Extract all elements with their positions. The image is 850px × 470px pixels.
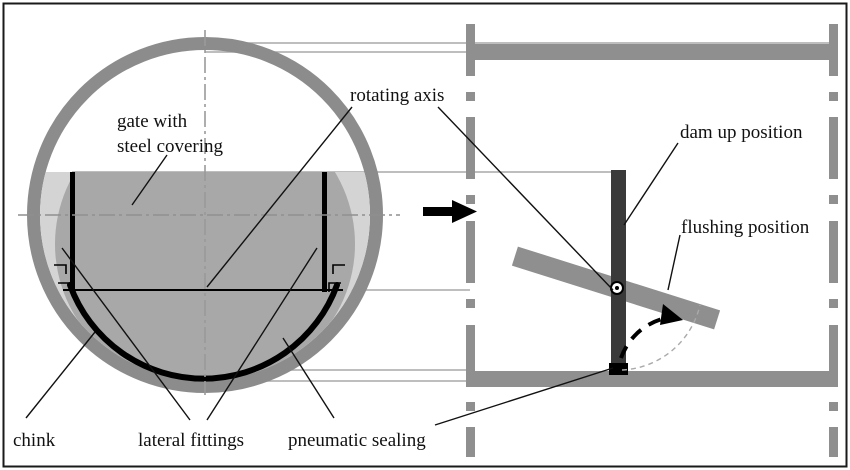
lateral-fitting-right-bar xyxy=(322,172,327,292)
label-lateral-fittings: lateral fittings xyxy=(138,430,244,451)
label-rotating-axis: rotating axis xyxy=(350,85,444,106)
leader-lateral-fittings-left xyxy=(61,247,191,421)
rotating-axis-hinge-inner xyxy=(615,286,619,290)
dam-up-gate-foot xyxy=(609,363,628,375)
label-chink: chink xyxy=(13,430,56,451)
leader-rotating-axis-right xyxy=(437,106,614,291)
chink-bracket-marks xyxy=(54,264,345,292)
leader-pneumatic-sealing xyxy=(282,337,335,419)
pneumatic-sealing-arc xyxy=(67,282,340,382)
label-gate-with-steel-covering-line1: gate with xyxy=(117,111,188,132)
leader-flushing-position xyxy=(667,234,681,291)
label-dam-up-position: dam up position xyxy=(680,122,803,143)
leader-lines xyxy=(25,106,681,426)
label-pneumatic-sealing: pneumatic sealing xyxy=(288,430,426,451)
left-wall-dashdot-line xyxy=(466,24,475,457)
rotation-arrow-head xyxy=(660,304,683,325)
leader-chink xyxy=(25,331,96,419)
gate-lower-lobe xyxy=(55,172,355,380)
top-slab xyxy=(470,44,833,60)
flow-direction-arrow xyxy=(423,200,477,223)
rotation-arrow-dashed xyxy=(619,316,667,359)
dam-up-gate-panel xyxy=(611,170,626,368)
label-flushing-position: flushing position xyxy=(681,217,810,238)
leader-lateral-fittings-right xyxy=(206,247,318,421)
lateral-fitting-left-bar xyxy=(70,172,75,292)
leader-dam-up-position xyxy=(623,142,679,226)
label-gate-with-steel-covering-line2: steel covering xyxy=(117,136,224,157)
swept-path-arc xyxy=(621,304,701,371)
right-wall-dashdot-line xyxy=(829,24,838,457)
leader-rotating-axis-left xyxy=(206,106,353,288)
leader-gate-steel-covering xyxy=(131,154,168,206)
leader-pneumatic-sealing-right xyxy=(434,367,614,426)
bottom-slab xyxy=(470,371,833,387)
